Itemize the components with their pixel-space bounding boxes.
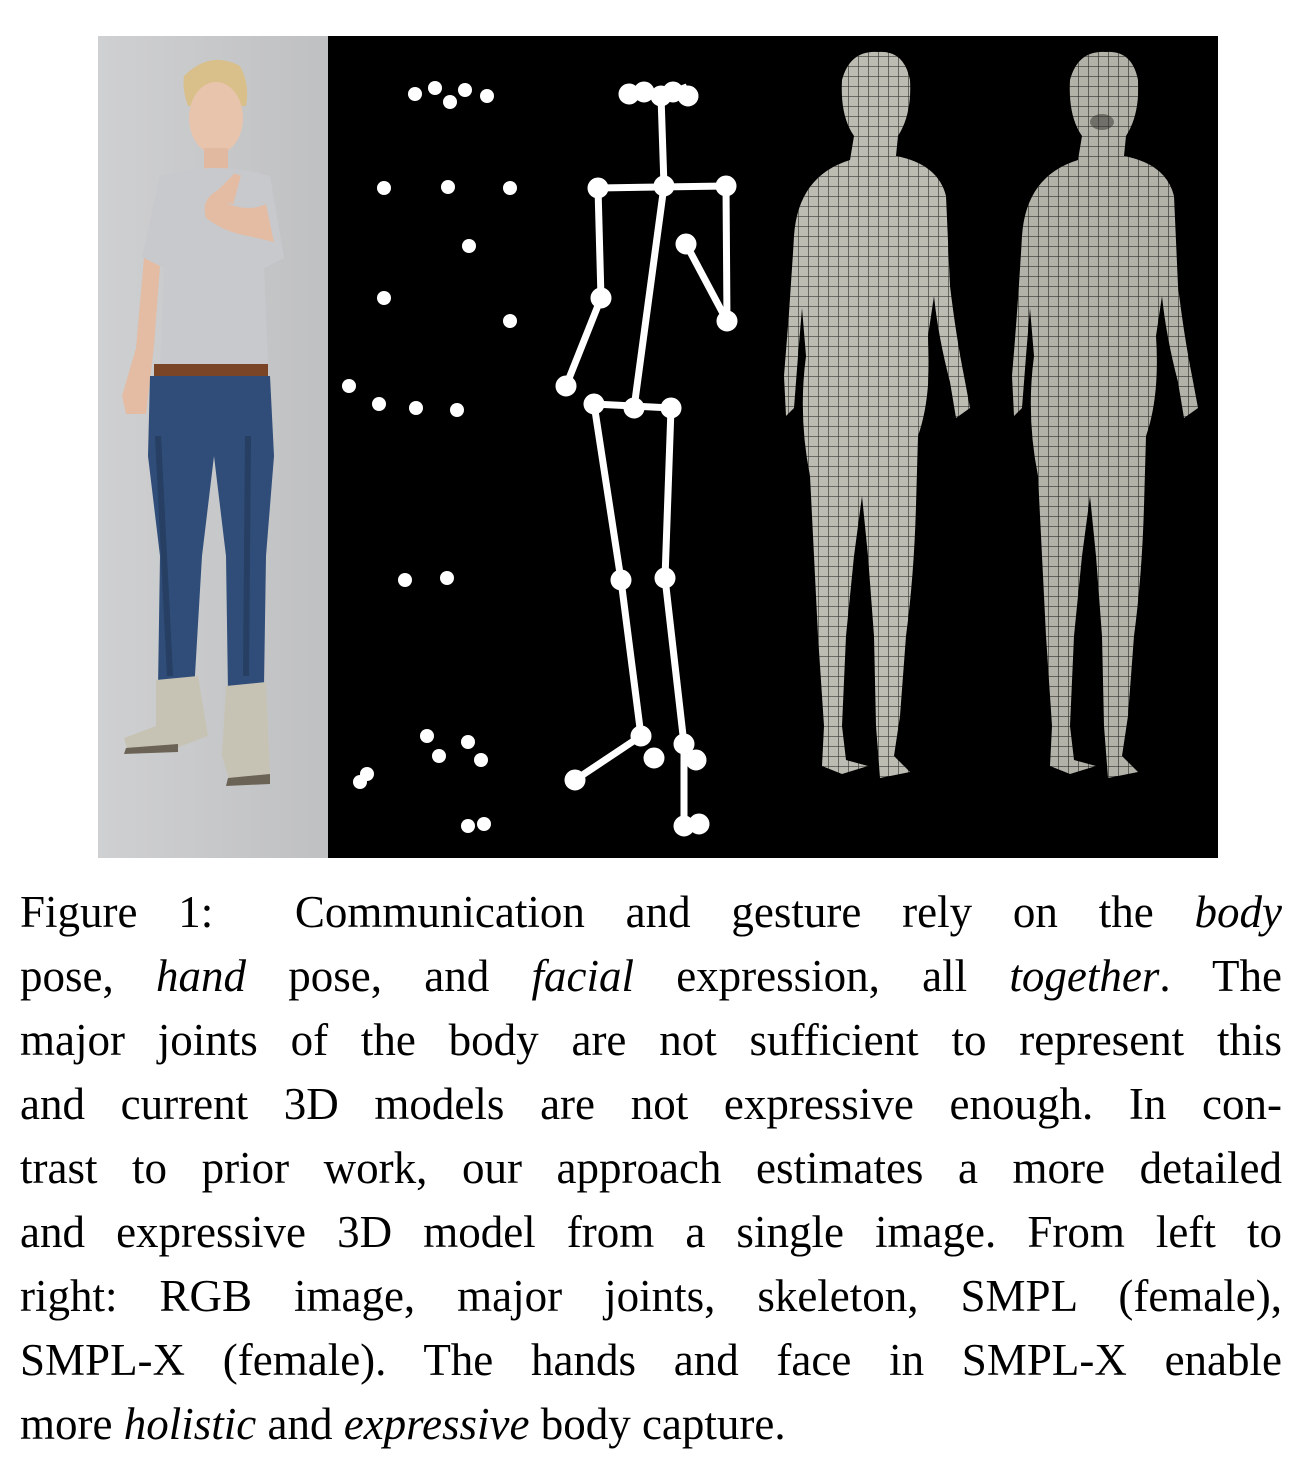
caption-italic: expressive: [343, 1399, 530, 1449]
caption-text: body capture.: [540, 1399, 786, 1449]
smplx-mesh-panel: [1012, 51, 1198, 778]
caption-line-2: pose, hand pose, and facial expression, …: [20, 944, 1282, 1008]
caption-italic: body: [1194, 887, 1282, 937]
caption-line-3: major joints of the body are not suffici…: [20, 1015, 1282, 1065]
major-joints-panel: [342, 81, 517, 833]
caption-italic: hand: [156, 951, 246, 1001]
figure-label: Figure 1:: [20, 887, 214, 937]
caption-text: expression, all: [676, 951, 968, 1001]
caption-text: pose,: [20, 951, 114, 1001]
caption-italic: facial: [531, 951, 634, 1001]
smpl-mesh-panel: [784, 51, 970, 778]
figure-image: [98, 36, 1218, 858]
caption-text: and: [267, 1399, 333, 1449]
figure-caption: Figure 1: Communication and gesture rely…: [20, 880, 1282, 1456]
caption-italic: together: [1009, 951, 1160, 1001]
caption-line-8: SMPL-X (female). The hands and face in S…: [20, 1335, 1282, 1385]
caption-text: . The: [1159, 951, 1283, 1001]
caption-line-5: trast to prior work, our approach estima…: [20, 1143, 1282, 1193]
caption-line-4: and current 3D models are not expressive…: [20, 1079, 1282, 1129]
skeleton-panel: [555, 81, 738, 837]
caption-italic: holistic: [123, 1399, 257, 1449]
caption-line-7: right: RGB image, major joints, skeleton…: [20, 1271, 1282, 1321]
caption-text: pose, and: [288, 951, 490, 1001]
rgb-image-panel: [98, 36, 328, 858]
caption-line-1: Figure 1: Communication and gesture rely…: [20, 880, 1282, 944]
caption-text: more: [20, 1399, 113, 1449]
caption-line-9: more holistic and expressive body captur…: [20, 1392, 1282, 1456]
caption-line-6: and expressive 3D model from a single im…: [20, 1207, 1282, 1257]
figure-svg: [98, 36, 1198, 858]
caption-text: Communication and gesture rely on the: [294, 887, 1154, 937]
